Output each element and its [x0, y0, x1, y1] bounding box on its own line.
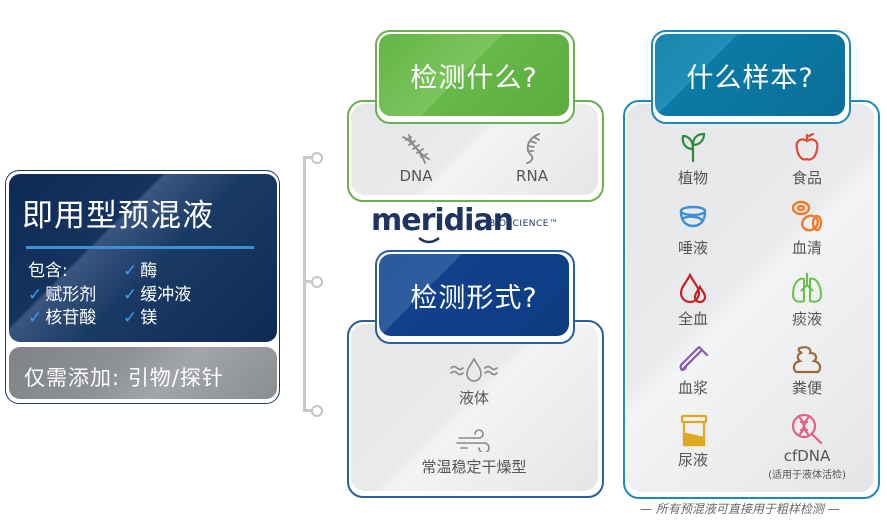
- check-icon: ✓: [28, 285, 43, 305]
- connector-node: [311, 152, 323, 164]
- contains-item: ✓镁: [123, 308, 158, 328]
- connector-tick: [303, 409, 313, 412]
- cfdna-magnifier-icon: [789, 411, 825, 447]
- sample-label-stool: 粪便: [791, 379, 822, 397]
- logo-smile-icon: [418, 236, 440, 244]
- sample-label-plasma: 血浆: [677, 379, 708, 397]
- dry-label: 常温稳定干燥型: [421, 458, 527, 476]
- what-to-test-header: 检测什么?: [379, 34, 569, 116]
- samples-panel: [627, 104, 874, 492]
- sample-label-whole-blood: 全血: [677, 310, 708, 328]
- add-only-text: 仅需添加: 引物/探针: [24, 366, 224, 390]
- liquid-drop-icon: [449, 355, 499, 385]
- connector-node: [311, 405, 323, 417]
- rna-strand-icon: [512, 130, 552, 166]
- format-panel: [351, 324, 598, 491]
- sample-label-plant: 植物: [677, 169, 708, 187]
- serum-cells-icon: [789, 198, 825, 234]
- check-icon: ✓: [123, 285, 138, 305]
- check-icon: ✓: [123, 261, 138, 281]
- bioscience-wordmark: BIOSCIENCE™: [489, 219, 559, 229]
- format-header: 检测形式?: [379, 254, 569, 336]
- apple-icon: [791, 130, 823, 164]
- premix-title: 即用型预混液: [22, 198, 214, 234]
- test-tube-icon: [677, 343, 711, 377]
- check-icon: ✓: [123, 308, 138, 328]
- dry-air-icon: [454, 427, 494, 453]
- plant-icon: [677, 130, 709, 164]
- sample-sublabel-cfdna: (适用于液体活检): [768, 470, 846, 481]
- dna-label: DNA: [399, 167, 433, 185]
- urine-cup-icon: [677, 413, 711, 449]
- contains-item: ✓缓冲液: [123, 285, 192, 305]
- meridian-logo: meridian: [371, 203, 514, 238]
- contains-item: ✓酶: [123, 261, 158, 281]
- contains-label: 包含:: [28, 261, 68, 281]
- connector-tick: [303, 280, 313, 283]
- contains-item: ✓赋形剂: [28, 285, 97, 305]
- contains-item: ✓核苷酸: [28, 308, 97, 328]
- premix-card: [9, 174, 277, 342]
- rna-label: RNA: [516, 167, 548, 185]
- sample-label-serum: 血清: [791, 239, 822, 257]
- liquid-label: 液体: [458, 389, 489, 407]
- saliva-icon: [677, 202, 709, 232]
- sample-label-urine: 尿液: [677, 451, 708, 469]
- connector-tick: [303, 156, 313, 159]
- sample-label-food: 食品: [791, 169, 822, 187]
- footnote: — 所有预混液可直接用于粗样检测 —: [640, 502, 840, 516]
- stool-icon: [789, 343, 825, 377]
- add-only-bar: [9, 347, 277, 399]
- check-icon: ✓: [28, 308, 43, 328]
- dna-helix-icon: [396, 130, 436, 166]
- premix-divider: [26, 246, 254, 249]
- sample-label-cfdna: cfDNA: [783, 447, 831, 465]
- sample-label-sputum: 痰液: [791, 310, 822, 328]
- samples-header: 什么样本?: [655, 34, 845, 116]
- sample-label-saliva: 唾液: [677, 239, 708, 257]
- connector-node: [311, 276, 323, 288]
- lungs-icon: [789, 270, 825, 306]
- connector-bracket: [303, 156, 306, 412]
- blood-drops-icon: [677, 272, 709, 306]
